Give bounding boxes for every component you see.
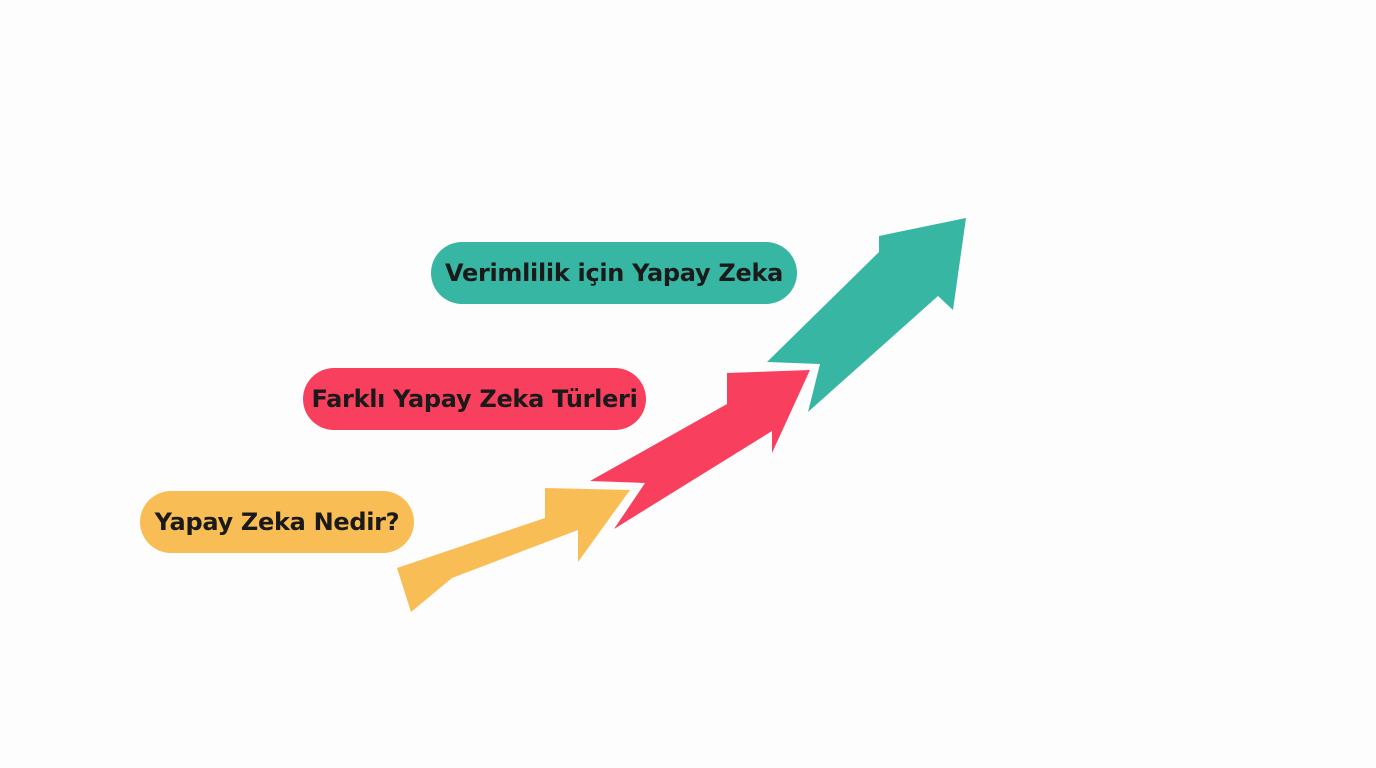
step-3-label: Verimlilik için Yapay Zeka: [445, 259, 783, 287]
step-1-arrow: [397, 488, 630, 612]
step-2-pill: Farklı Yapay Zeka Türleri: [303, 368, 646, 430]
step-2-arrow: [590, 370, 810, 529]
step-3-pill: Verimlilik için Yapay Zeka: [431, 242, 797, 304]
step-2-label: Farklı Yapay Zeka Türleri: [311, 385, 638, 413]
step-1-pill: Yapay Zeka Nedir?: [140, 491, 414, 553]
step-1-label: Yapay Zeka Nedir?: [154, 508, 400, 536]
step-3-arrow: [767, 218, 966, 412]
